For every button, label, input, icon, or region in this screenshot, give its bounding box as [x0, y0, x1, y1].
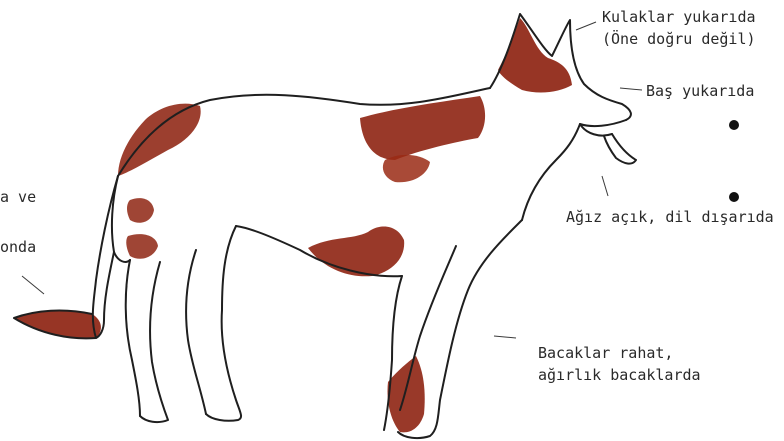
head-leader	[620, 88, 642, 90]
tongue-line	[604, 134, 636, 164]
marker-dot-lower	[729, 192, 739, 202]
head-label: Baş yukarıda	[646, 82, 754, 101]
ears-leader	[576, 22, 596, 30]
legs-leader	[494, 336, 516, 338]
chest-patch	[383, 155, 430, 182]
throat-line	[522, 124, 580, 220]
legs-label-line2: ağırlık bacaklarda	[538, 366, 701, 385]
ears-label-line2: (Öne doğru değil)	[602, 30, 756, 49]
belly-patch	[308, 226, 404, 276]
hind-leg-far	[140, 262, 168, 422]
front-leg-patch	[388, 356, 425, 432]
mouth-label: Ağız açık, dil dışarıda	[566, 208, 774, 227]
jaw-line	[580, 120, 626, 136]
legs-label-line1: Bacaklar rahat,	[538, 344, 673, 363]
hind-leg-far-inner	[126, 260, 140, 416]
hind-leg-near-inner	[186, 250, 206, 414]
tail-leader	[22, 276, 44, 294]
marker-dot-upper	[729, 120, 739, 130]
color-patches	[14, 18, 572, 432]
head-patch	[498, 18, 572, 92]
ears-label-line1: Kulaklar yukarıda	[602, 8, 756, 27]
tail-label-line1: a ve	[0, 188, 36, 207]
hind-leg-near	[206, 226, 241, 421]
thigh-spot-1	[127, 198, 154, 223]
mouth-leader	[602, 176, 608, 196]
thigh-spot-2	[126, 234, 158, 259]
tail-label-line2: onda	[0, 238, 36, 257]
hip-patch	[118, 104, 201, 176]
